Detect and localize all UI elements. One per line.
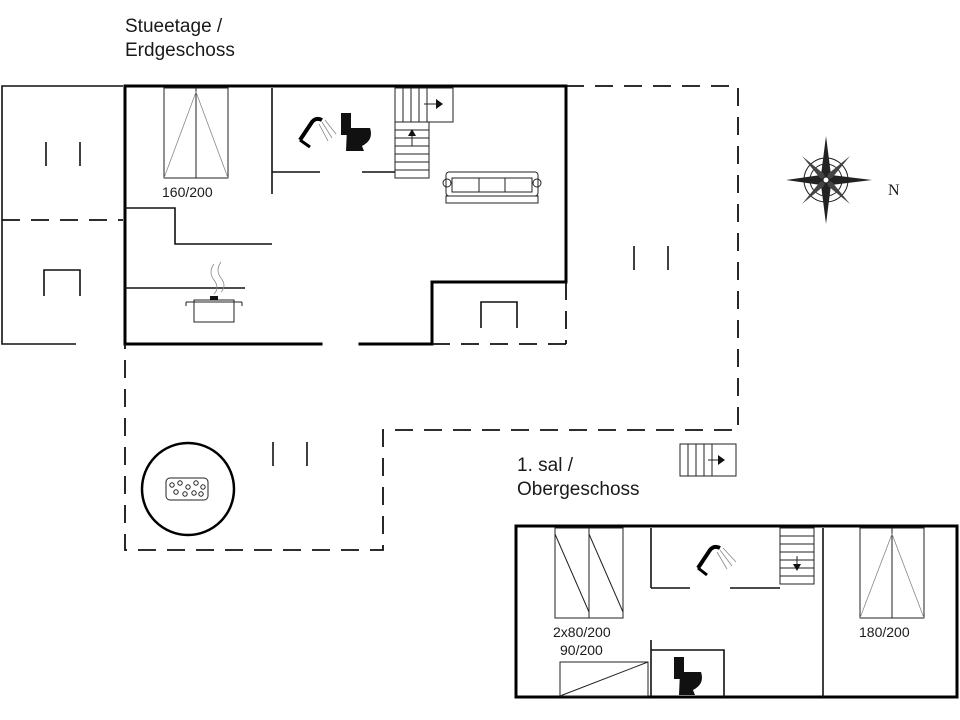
bed-size-label: 160/200 bbox=[162, 184, 213, 200]
north-label: N bbox=[888, 182, 900, 199]
compass-rose-icon bbox=[786, 136, 872, 224]
bed-icon bbox=[859, 527, 925, 619]
ground-floor-label-line1: Stueetage / bbox=[125, 16, 223, 37]
upper-floor-plan bbox=[514, 524, 959, 699]
upper-floor-label: 1. sal / Obergeschoss bbox=[517, 454, 640, 502]
cooking-pot-icon bbox=[185, 261, 243, 323]
bed-icon bbox=[554, 527, 624, 619]
hot-tub-icon bbox=[140, 441, 236, 537]
bed-size-label: 180/200 bbox=[859, 624, 910, 640]
bed-icon bbox=[163, 87, 229, 179]
bed-size-label: 90/200 bbox=[560, 642, 603, 658]
shower-icon bbox=[298, 116, 337, 149]
shower-icon bbox=[696, 544, 737, 577]
upper-floor-label-line2: Obergeschoss bbox=[517, 479, 640, 500]
stairs-icon bbox=[779, 527, 815, 585]
ground-floor-label: Stueetage / Erdgeschoss bbox=[125, 15, 235, 63]
stairs-icon bbox=[394, 87, 454, 179]
fireplace-icon bbox=[43, 269, 518, 328]
sofa-icon bbox=[442, 171, 542, 204]
ground-floor-plan bbox=[1, 84, 739, 551]
stairs-icon bbox=[679, 443, 737, 477]
window-marker-icon bbox=[45, 142, 669, 466]
ground-floor-label-line2: Erdgeschoss bbox=[125, 40, 235, 61]
upper-floor-label-line1: 1. sal / bbox=[517, 455, 573, 476]
toilet-icon bbox=[674, 657, 702, 695]
bed-icon bbox=[559, 661, 649, 697]
toilet-icon bbox=[341, 113, 371, 151]
bed-size-label: 2x80/200 bbox=[553, 624, 611, 640]
